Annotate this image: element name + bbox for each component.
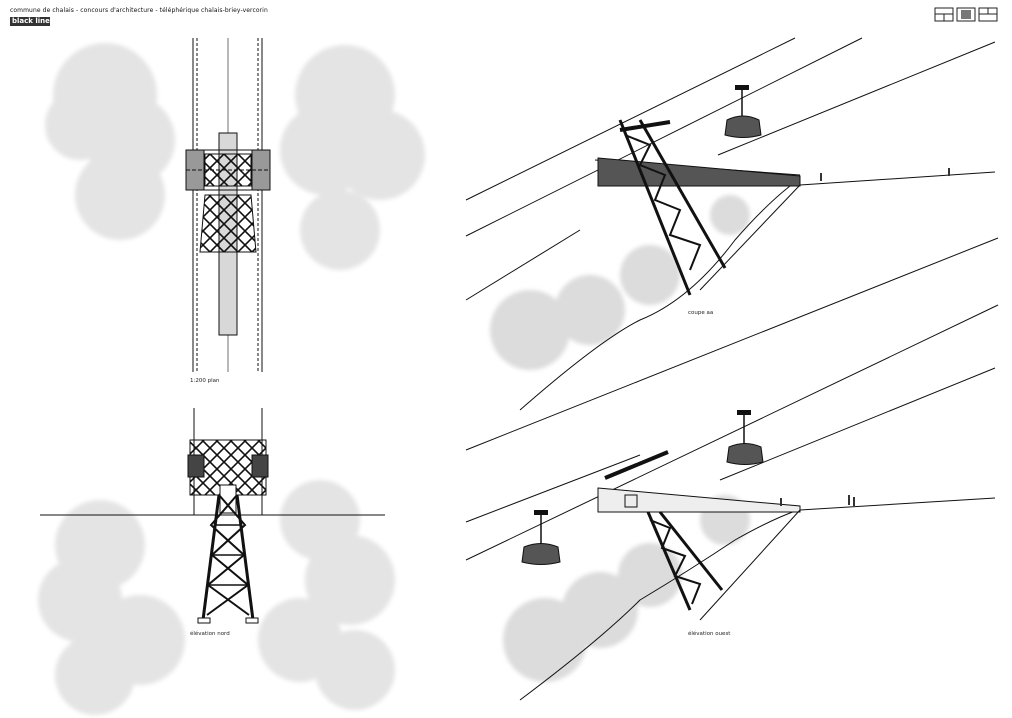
north-pylon (197, 494, 259, 624)
terrain-line (519, 179, 799, 411)
gondola-west-right (726, 410, 764, 465)
tree-silhouettes-north (38, 480, 395, 715)
north-elevation-caption: élévation nord (190, 631, 230, 637)
plan-deck (185, 132, 271, 336)
west-pylon (646, 511, 724, 611)
window-icon (624, 494, 638, 508)
section-pylon (618, 119, 727, 296)
north-station-deck (187, 439, 269, 514)
west-elevation-caption: élévation ouest (688, 631, 731, 637)
gondola-west-left (521, 510, 561, 565)
plan-caption: 1:200 plan (190, 378, 220, 384)
gondola-section (724, 85, 762, 138)
section-cables (465, 37, 996, 301)
project-title: commune de chalais - concours d'architec… (10, 7, 268, 14)
layout-logo-icon (934, 7, 998, 22)
plan-view (45, 38, 425, 372)
sheet-tag: black line (10, 17, 50, 26)
terrain-line-west (519, 509, 799, 701)
tree-silhouettes-section (490, 195, 750, 370)
section-view (465, 37, 996, 411)
support-line (699, 184, 801, 291)
people-west (780, 495, 855, 506)
people-section (820, 168, 950, 181)
west-cables (465, 237, 999, 561)
tree-silhouettes-west (503, 495, 750, 682)
section-deck (597, 157, 801, 187)
west-deck (597, 487, 801, 513)
section-arm (619, 120, 671, 132)
section-caption: coupe aa (688, 310, 714, 316)
support-line-west (699, 509, 801, 621)
north-elevation-view (38, 408, 395, 715)
path-line-west (799, 497, 996, 511)
path-line (799, 171, 996, 186)
tree-silhouettes (45, 43, 425, 270)
west-arm (604, 450, 669, 480)
west-elevation-view (465, 237, 999, 701)
